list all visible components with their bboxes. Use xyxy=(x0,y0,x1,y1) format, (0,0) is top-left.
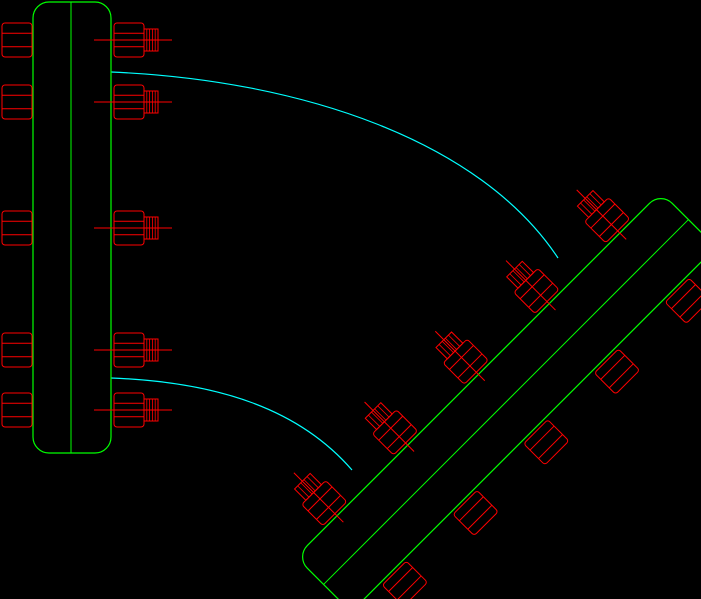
thread-tick xyxy=(438,344,451,357)
bolt-sets xyxy=(1,22,701,599)
bolt-axis xyxy=(293,472,344,523)
left-bolt-set xyxy=(1,84,172,120)
thread-tick xyxy=(371,411,384,424)
right-bolt-set xyxy=(434,330,569,465)
nut xyxy=(524,420,569,465)
thread-tick xyxy=(512,270,525,283)
pipe-elbow xyxy=(110,71,559,471)
thread-tick xyxy=(589,193,602,206)
nut xyxy=(1,210,33,246)
bolt-axis xyxy=(576,189,627,240)
nut-facet xyxy=(467,504,493,530)
thread-tick xyxy=(368,414,380,427)
thread-tick xyxy=(448,334,461,347)
thread-tick xyxy=(297,485,310,498)
nut-facet xyxy=(679,292,701,318)
pipe-outer-edge xyxy=(110,71,559,259)
nut xyxy=(1,22,33,58)
left-bolt-set xyxy=(1,332,172,368)
nut xyxy=(665,278,701,323)
bolt-axis xyxy=(505,260,556,311)
right-flange-centerline xyxy=(323,219,689,585)
right-bolt-set xyxy=(364,401,498,535)
nut xyxy=(595,349,639,394)
right-bolt-set xyxy=(505,260,639,394)
right-bolt-set xyxy=(576,189,701,323)
thread-tick xyxy=(303,479,316,492)
nut-facet xyxy=(529,425,555,451)
thread-tick xyxy=(300,482,313,495)
nut-facet xyxy=(396,575,422,599)
thread-tick xyxy=(377,405,390,418)
nut-facet xyxy=(608,363,634,389)
nut-facet xyxy=(388,567,414,592)
left-bolt-set xyxy=(1,210,172,246)
nut xyxy=(382,561,427,599)
nut-facet xyxy=(600,354,626,380)
nut xyxy=(1,332,33,368)
nut-facet xyxy=(538,434,563,459)
left-bolt-set xyxy=(1,22,172,58)
thread-tick xyxy=(583,199,596,212)
thread-tick xyxy=(445,337,457,350)
thread-tick xyxy=(509,273,522,286)
nut xyxy=(453,491,498,535)
right-bolt-set xyxy=(293,472,427,599)
bolt-axis xyxy=(364,401,415,452)
pipe-inner-edge xyxy=(110,377,353,471)
thread-tick xyxy=(518,264,531,276)
thread-tick xyxy=(306,476,319,489)
thread-tick xyxy=(515,267,528,280)
nut xyxy=(1,392,33,428)
thread-tick xyxy=(374,408,387,421)
bolt-axis xyxy=(434,330,486,382)
thread-tick xyxy=(586,196,599,209)
nut xyxy=(1,84,33,120)
nut-facet xyxy=(671,284,696,310)
nut-facet xyxy=(458,496,484,522)
left-bolt-set xyxy=(1,392,172,428)
thread-tick xyxy=(580,202,593,215)
thread-tick xyxy=(441,341,454,353)
